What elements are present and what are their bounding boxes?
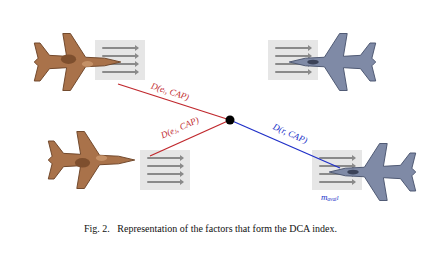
- weapons-panel: [268, 40, 318, 80]
- weapons-panel: [140, 150, 190, 190]
- weapons-label: mₐᵥₐᵢₗ: [321, 193, 339, 202]
- enemy-jet: [48, 132, 134, 189]
- cap-point: [226, 116, 235, 125]
- distance-label: D(r, CAP): [271, 122, 308, 145]
- friendly-jet: [289, 34, 375, 91]
- friendly-jet: [329, 144, 415, 201]
- enemy-jet: [34, 34, 120, 91]
- distance-label: D(eᵢ, CAP): [150, 82, 190, 103]
- distance-line: [230, 120, 340, 168]
- figure-caption: Fig. 2. Representation of the factors th…: [84, 224, 337, 234]
